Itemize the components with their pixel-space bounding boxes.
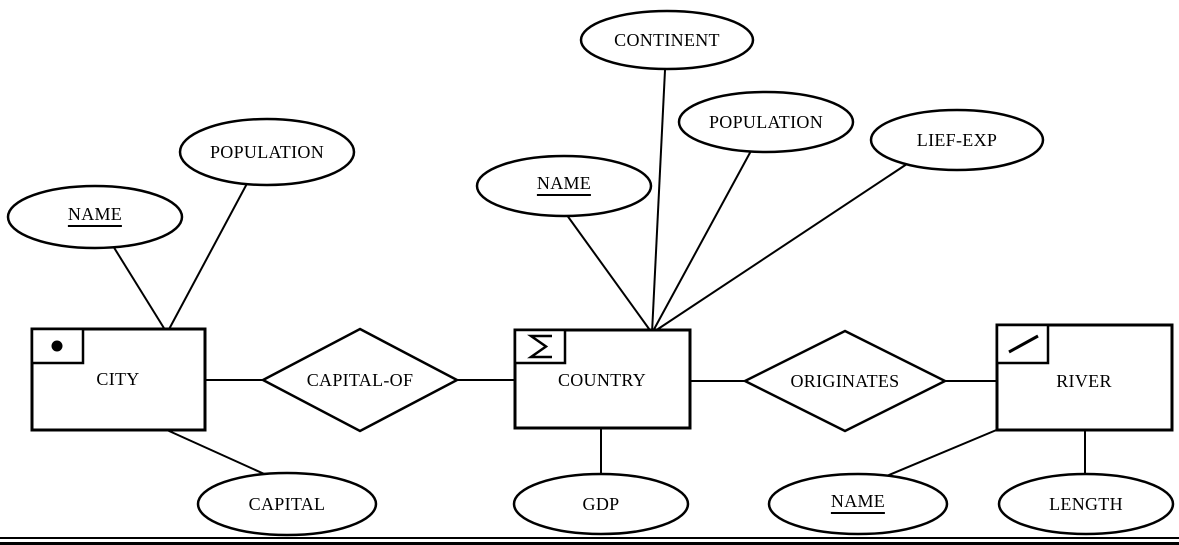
attribute-ellipse-continent bbox=[579, 9, 755, 71]
edge-citypopulation-city bbox=[166, 162, 259, 334]
attribute-label-country-name: NAME bbox=[536, 174, 592, 196]
relationship-diamonds bbox=[260, 327, 948, 433]
attribute-ellipse-country-population bbox=[677, 90, 855, 154]
attribute-ellipse-length bbox=[997, 472, 1175, 536]
bottom-edge-bar bbox=[0, 542, 1179, 545]
attribute-ellipse-country-name bbox=[475, 154, 653, 218]
sigma-icon bbox=[527, 334, 552, 359]
attribute-ellipses bbox=[6, 9, 1175, 537]
attribute-label-river-name: NAME bbox=[830, 492, 886, 514]
bottom-rule bbox=[0, 537, 1179, 539]
relationship-label-capital-of: CAPITAL-OF bbox=[306, 370, 414, 390]
diagonal-stroke-icon bbox=[1008, 334, 1039, 354]
attribute-label-continent: CONTINENT bbox=[614, 30, 720, 50]
edge-countrypopulation-country bbox=[651, 137, 759, 334]
relationship-capital-of bbox=[260, 327, 460, 433]
attribute-label-gdp: GDP bbox=[582, 494, 620, 514]
attribute-label-lief-exp: LIEF-EXP bbox=[916, 130, 998, 150]
edge-liefexp-country bbox=[651, 151, 926, 334]
attribute-ellipse-gdp bbox=[512, 472, 690, 536]
entity-label-river: RIVER bbox=[1056, 371, 1112, 391]
relationship-label-originates: ORIGINATES bbox=[790, 371, 900, 391]
attribute-label-city-population: POPULATION bbox=[209, 142, 325, 162]
attribute-ellipse-lief-exp bbox=[869, 108, 1045, 172]
relationship-originates bbox=[742, 329, 948, 433]
attribute-label-country-population: POPULATION bbox=[708, 112, 824, 132]
entity-label-city: CITY bbox=[96, 369, 140, 389]
edge-continent-country bbox=[651, 49, 667, 334]
attribute-ellipse-river-name bbox=[767, 472, 949, 536]
entity-label-country: COUNTRY bbox=[557, 370, 647, 390]
edge-countryname-country bbox=[555, 199, 653, 334]
edge-city-capital bbox=[157, 425, 283, 483]
attribute-label-city-name: NAME bbox=[67, 205, 123, 227]
attribute-label-capital: CAPITAL bbox=[248, 494, 326, 514]
attribute-ellipse-city-population bbox=[178, 117, 356, 187]
attribute-ellipse-city-name bbox=[6, 184, 184, 250]
attribute-label-length: LENGTH bbox=[1049, 494, 1123, 514]
attribute-ellipse-capital bbox=[196, 471, 378, 537]
filled-dot-icon bbox=[51, 340, 63, 352]
